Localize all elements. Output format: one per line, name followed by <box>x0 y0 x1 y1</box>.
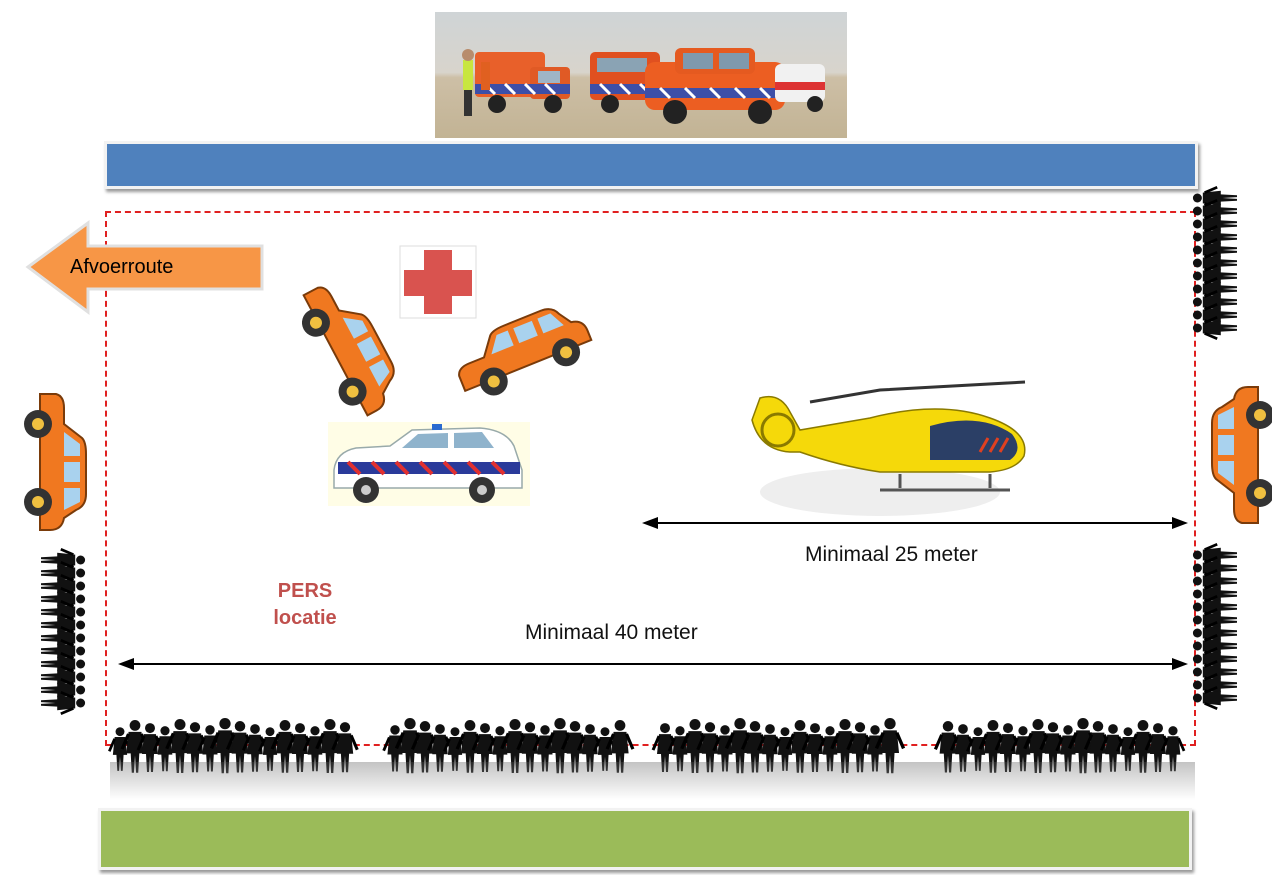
crowd-silhouette-icon <box>1191 185 1239 341</box>
press-label-line2: locatie <box>273 607 337 629</box>
orange-car-icon <box>23 393 87 531</box>
orange-car-icon <box>288 272 410 424</box>
police-car-icon <box>328 422 530 506</box>
route-arrow-icon <box>25 220 264 315</box>
ambulance-helicopter-icon <box>751 380 1026 516</box>
press-label-line1: PERS <box>277 580 333 602</box>
orange-car-icon <box>1211 386 1272 524</box>
route-label: Afvoerroute <box>70 256 174 278</box>
distance-arrow-40 <box>118 658 1188 670</box>
blue-bar <box>104 141 1198 189</box>
crowd-silhouette-icon <box>39 547 87 716</box>
press-location-label: PERS locatie <box>250 578 360 632</box>
distance-arrow-25 <box>642 517 1188 529</box>
green-bar <box>98 808 1192 870</box>
red-cross-icon <box>399 245 477 319</box>
crowd-silhouette-icon <box>1191 542 1239 711</box>
distance-label-40: Minimaal 40 meter <box>525 621 698 644</box>
emergency-vehicles-photo <box>435 12 847 138</box>
landing-zone-boundary <box>105 211 1196 746</box>
distance-label-25: Minimaal 25 meter <box>805 543 978 566</box>
